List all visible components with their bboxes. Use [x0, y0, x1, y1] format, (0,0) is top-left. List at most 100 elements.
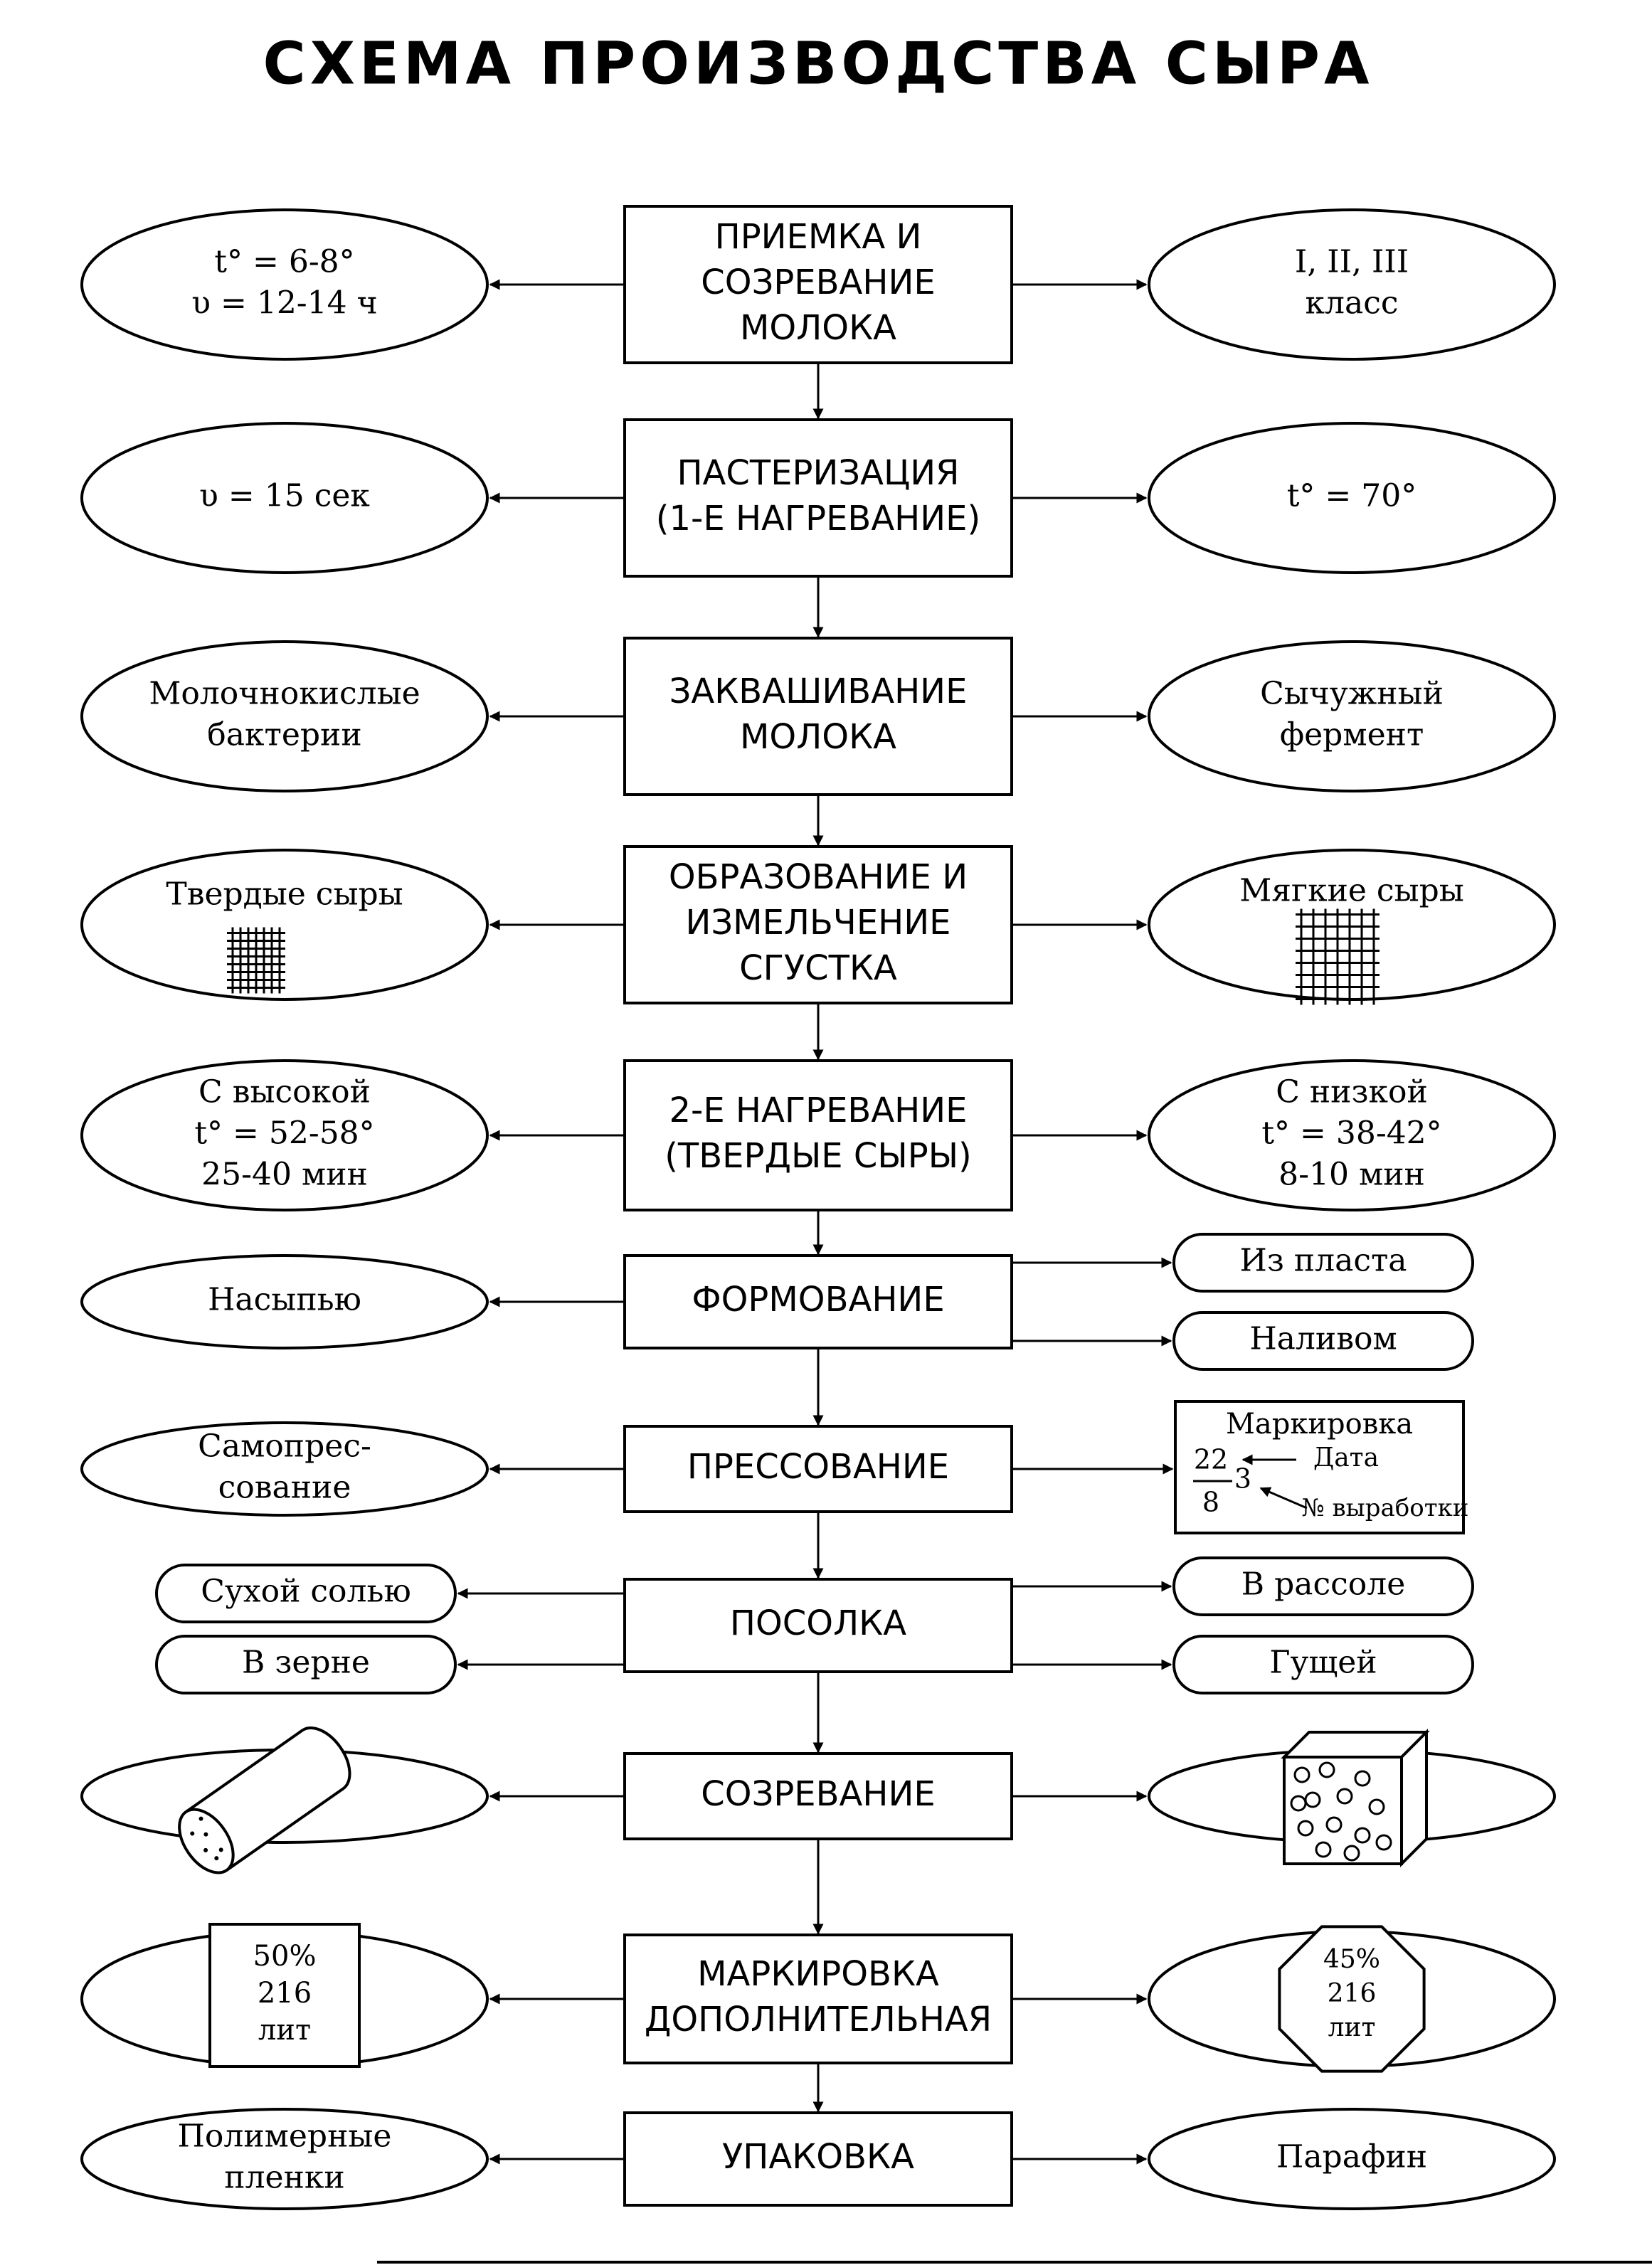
process-step-label: МОЛОКА — [740, 308, 896, 348]
parameter-ellipse-left — [80, 422, 489, 574]
parameter-ellipse-left — [80, 849, 489, 1001]
process-step-box — [623, 418, 1013, 578]
batch-pointer-arrow — [1259, 1487, 1308, 1510]
parameter-text-right: Мягкие сыры — [1239, 873, 1464, 909]
process-row: ПАСТЕРИЗАЦИЯ (1-Е НАГРЕВАНИЕ) υ = 15 сек t°… — [80, 418, 1556, 578]
parameter-ellipse-left — [80, 1254, 489, 1349]
marking-title: Маркировка — [1226, 1408, 1413, 1441]
label-text: 45% — [1323, 1945, 1380, 1974]
label-text: 216 — [1328, 1979, 1377, 2008]
process-step-box — [623, 637, 1013, 796]
parameter-pill-right — [1172, 1311, 1474, 1371]
block-cheese-icon — [1281, 1729, 1430, 1867]
parameter-text-right: t° = 70° — [1287, 478, 1417, 514]
process-step-label: ПАСТЕРИЗАЦИЯ — [677, 453, 959, 493]
process-step-box — [623, 1425, 1013, 1513]
process-step-label: СОЗРЕВАНИЕ — [701, 262, 935, 302]
parameter-text-left: t° = 6-8° — [214, 244, 354, 280]
octagon-label-icon — [1278, 1925, 1426, 2073]
process-step-label: 2-Е НАГРЕВАНИЕ — [669, 1091, 967, 1130]
process-step-label: МОЛОКА — [740, 717, 896, 757]
parameter-text-left: Самопрес- — [198, 1428, 371, 1465]
parameter-pill-left — [155, 1564, 457, 1623]
parameter-ellipse-right — [1148, 208, 1556, 361]
small-grid-icon — [227, 927, 285, 994]
process-row: ЗАКВАШИВАНИЕ МОЛОКА Молочнокислые бактерии С… — [80, 637, 1556, 796]
process-step-label: ИЗМЕЛЬЧЕНИЕ — [685, 903, 951, 943]
process-step-box — [623, 205, 1013, 364]
parameter-text-left: Молочнокислые — [149, 676, 420, 712]
parameter-text-right: Сычужный — [1260, 676, 1444, 712]
parameter-text-right: Наливом — [1249, 1321, 1397, 1357]
parameter-ellipse-right — [1148, 640, 1556, 792]
process-step-box — [623, 1752, 1013, 1840]
parameter-text-left: Твердые сыры — [166, 876, 403, 913]
process-step-label: ЗАКВАШИВАНИЕ — [669, 672, 968, 711]
parameter-text-right: фермент — [1280, 717, 1424, 753]
parameter-text-right: 8-10 мин — [1278, 1157, 1425, 1193]
parameter-text-right: Парафин — [1276, 2139, 1427, 2175]
parameter-ellipse-left — [80, 2108, 489, 2210]
process-step-box — [623, 2111, 1013, 2207]
label-text: 216 — [258, 1977, 312, 2010]
marking-number: 3 — [1234, 1463, 1251, 1495]
process-row: ПРИЕМКА И СОЗРЕВАНИЕ МОЛОКА t° = 6-8° υ = 12… — [80, 205, 1556, 364]
label-text: 50% — [253, 1940, 317, 1973]
process-step-label: ФОРМОВАНИЕ — [692, 1280, 944, 1320]
marking-month: 8 — [1202, 1487, 1219, 1518]
process-step-label: СОЗРЕВАНИЕ — [701, 1774, 935, 1814]
process-step-label: МАРКИРОВКА — [697, 1954, 939, 1994]
parameter-text-left: Насыпью — [208, 1282, 361, 1318]
label-text: лит — [1328, 2013, 1376, 2042]
process-step-label: УПАКОВКА — [722, 2137, 914, 2177]
parameter-text-left: t° = 52-58° — [194, 1115, 374, 1152]
process-step-label: ДОПОЛНИТЕЛЬНАЯ — [645, 2000, 992, 2039]
square-label-icon — [208, 1923, 361, 2068]
large-grid-icon — [1296, 908, 1380, 1005]
label-text: лит — [258, 2014, 311, 2047]
parameter-text-right: Гущей — [1269, 1645, 1377, 1681]
process-step-box — [623, 1578, 1013, 1673]
parameter-text-left: бактерии — [207, 717, 361, 753]
parameter-text-left: С высокой — [198, 1074, 371, 1110]
parameter-ellipse-left — [80, 640, 489, 792]
process-step-label: ПРИЕМКА И — [715, 217, 922, 257]
parameter-text-left: υ = 15 сек — [199, 478, 370, 514]
parameter-text-left: В зерне — [242, 1645, 370, 1681]
parameter-text-right: I, II, III — [1295, 244, 1409, 280]
process-row: 2-Е НАГРЕВАНИЕ(ТВЕРДЫЕ СЫРЫ)С высокойt° … — [80, 1059, 1556, 1211]
process-row: СОЗРЕВАНИЕ — [80, 1726, 1556, 1874]
cylinder-cheese-icon — [178, 1726, 351, 1874]
process-step-label: СГУСТКА — [739, 948, 897, 988]
page-title: СХЕМА ПРОИЗВОДСТВА СЫРА — [263, 30, 1374, 97]
parameter-pill-right — [1172, 1233, 1474, 1293]
marking-box — [1174, 1400, 1465, 1534]
parameter-text-right: С низкой — [1276, 1074, 1428, 1110]
process-step-label: ПРЕССОВАНИЕ — [687, 1447, 949, 1487]
parameter-pill-right — [1172, 1635, 1474, 1694]
process-step-label: (1-Е НАГРЕВАНИЕ) — [656, 499, 980, 539]
parameter-text-right: Из пласта — [1239, 1243, 1407, 1279]
parameter-ellipse-right — [1148, 1059, 1556, 1211]
parameter-ellipse-right — [1148, 2108, 1556, 2210]
parameter-text-left: сование — [218, 1470, 351, 1506]
marking-batch-label: № выработки — [1302, 1494, 1469, 1522]
process-step-box — [623, 1934, 1013, 2064]
process-step-box — [623, 845, 1013, 1004]
parameter-pill-left — [155, 1635, 457, 1694]
parameter-text-left: Полимерные — [178, 2118, 392, 2155]
parameter-pill-right — [1172, 1556, 1474, 1616]
marking-day: 22 — [1194, 1444, 1228, 1475]
parameter-text-left: υ = 12-14 ч — [191, 285, 378, 322]
parameter-text-left: 25-40 мин — [201, 1157, 368, 1193]
parameter-ellipse-left — [80, 1421, 489, 1517]
process-step-label: ПОСОЛКА — [730, 1603, 906, 1643]
process-step-box — [623, 1059, 1013, 1211]
parameter-text-left: Сухой солью — [201, 1574, 411, 1610]
